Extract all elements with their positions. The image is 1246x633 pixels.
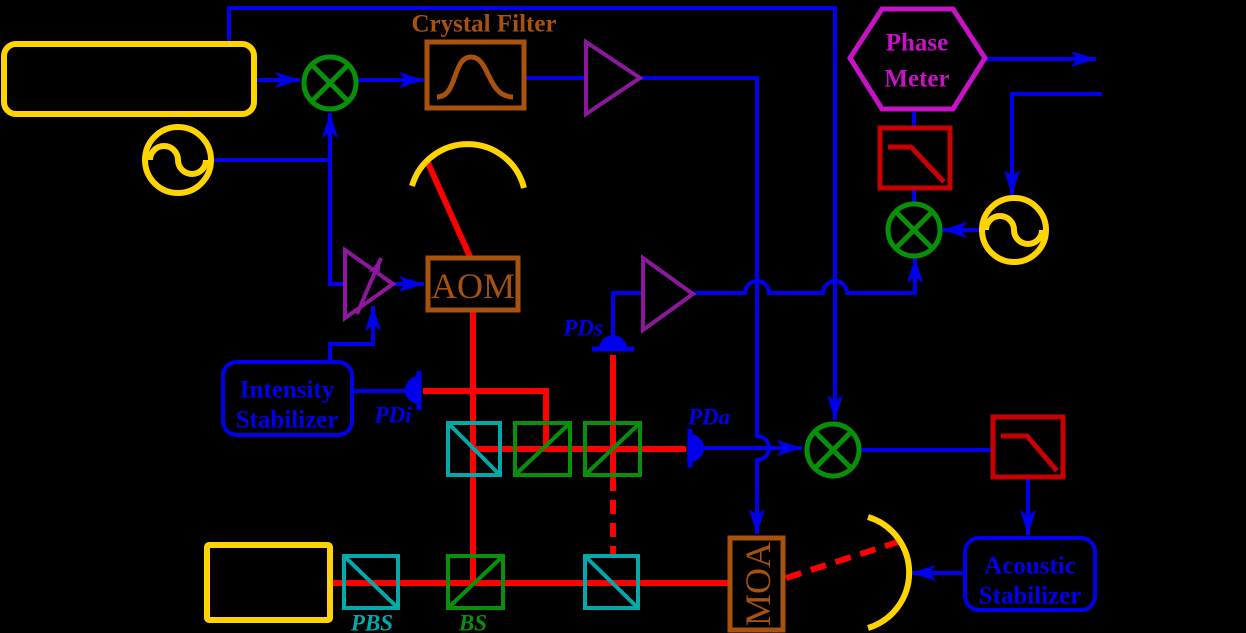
pdi-label: PDi xyxy=(373,403,412,428)
bs-cube-middle-2 xyxy=(583,421,642,477)
variable-gain-amp-icon xyxy=(343,246,397,322)
mixer1-icon xyxy=(301,54,359,112)
beam-bottom-aom-to-mirror2-dashed xyxy=(785,537,905,581)
bottom-aom-label: MOA xyxy=(738,542,778,626)
pds-to-amp2 xyxy=(611,291,643,336)
bs-cube-bottom xyxy=(446,554,505,610)
crystal-filter-label: Crystal Filter xyxy=(411,11,556,38)
photodiode-pda-icon xyxy=(687,429,704,467)
acoustic-stabilizer-box xyxy=(963,536,1097,612)
crystal-filter-box xyxy=(424,39,527,111)
mixer2-top-icon xyxy=(885,201,943,259)
amplifier1-icon xyxy=(584,38,644,118)
bs-label: BS xyxy=(458,611,487,633)
phase-meter-label-line1: Phase xyxy=(886,30,949,57)
intensity-stabilizer-to-vga xyxy=(328,306,381,362)
lowpass-filter1-icon xyxy=(877,125,953,191)
pda-label: PDa xyxy=(687,405,730,430)
bottom-aom-box xyxy=(727,535,786,633)
laser-box-bottom xyxy=(204,542,333,623)
acoustic-stabilizer-label-line2: Stabilizer xyxy=(979,583,1082,610)
amp1-to-bottom-aom xyxy=(640,76,771,534)
curved-mirror-bottom-icon xyxy=(867,514,913,631)
amp2-to-mixer2-top xyxy=(693,258,923,295)
beam-mirror1-to-top-aom xyxy=(425,161,474,261)
laser-top-rail-to-mixer2 xyxy=(227,6,843,420)
reference-to-oscillator2 xyxy=(1004,92,1102,195)
pbs-cube-bottom-right xyxy=(583,554,640,610)
curved-mirror-top-icon xyxy=(409,141,527,189)
oscillator1-icon xyxy=(142,124,214,196)
laser-box-top xyxy=(1,41,257,117)
top-aom-box xyxy=(425,255,521,313)
beam-bs1-to-pdi xyxy=(423,388,549,449)
acoustic-stabilizer-label-line1: Acoustic xyxy=(984,553,1076,580)
phase-meter-hexagon xyxy=(847,6,988,112)
photodiode-pds-icon xyxy=(592,335,634,352)
top-aom-label: AOM xyxy=(431,266,515,306)
components xyxy=(1,6,1097,633)
signal-lines xyxy=(211,6,1102,581)
beamsplitters xyxy=(342,421,642,610)
pds-label: PDs xyxy=(562,316,603,341)
oscillator2-icon xyxy=(979,195,1049,265)
mixer2-bottom-icon xyxy=(804,421,862,479)
photodiode-pdi-icon xyxy=(405,371,422,410)
labels: Crystal Filter Phase Meter AOM MOA Inten… xyxy=(236,11,1082,633)
intensity-stabilizer-box xyxy=(221,360,354,437)
intensity-stabilizer-label-line1: Intensity xyxy=(240,377,335,404)
phase-meter-label-line2: Meter xyxy=(884,66,949,93)
amplifier2-icon xyxy=(641,254,697,334)
lowpass-filter2-icon xyxy=(990,414,1066,480)
lo-to-vga-input xyxy=(328,160,343,286)
pbs-cube-middle xyxy=(446,421,502,477)
bs-cube-middle-1 xyxy=(513,421,572,477)
pbs-cube-bottom-left xyxy=(342,554,400,610)
pbs-label: PBS xyxy=(350,611,393,633)
intensity-stabilizer-label-line2: Stabilizer xyxy=(236,407,339,434)
